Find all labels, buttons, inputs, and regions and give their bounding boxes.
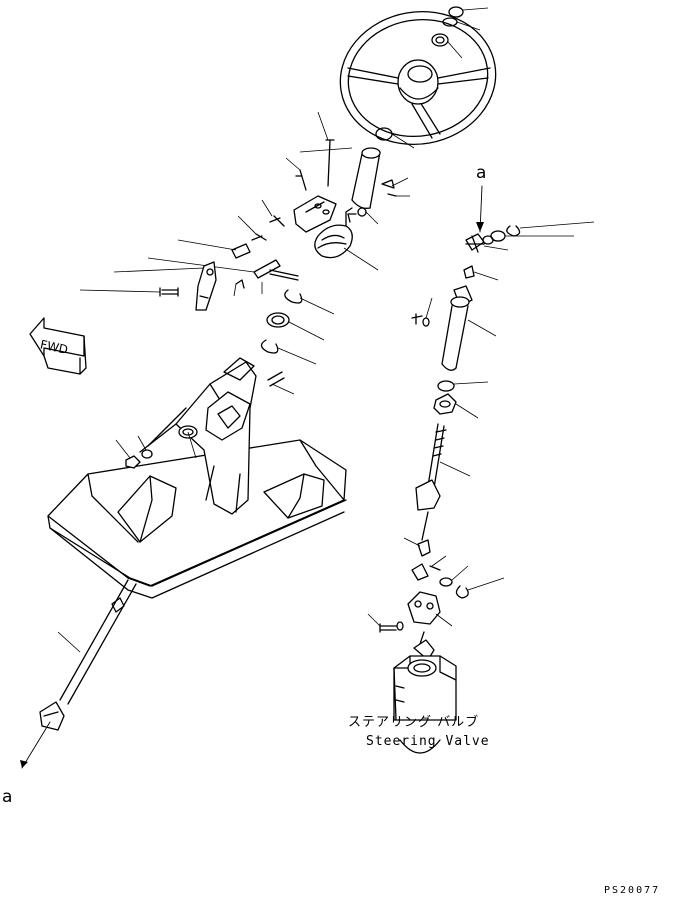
right-shaft-assembly: a xyxy=(367,163,595,661)
drawing-code: PS20077 xyxy=(604,885,660,896)
pins-and-rod xyxy=(147,239,299,294)
column-bracket xyxy=(237,111,410,241)
lever xyxy=(79,261,245,311)
fwd-arrow: FWD xyxy=(29,317,87,375)
ref-label-a-bottom: a xyxy=(2,787,12,807)
fwd-label: FWD xyxy=(39,337,69,357)
ref-label-a-top: a xyxy=(476,163,486,183)
steering-wheel xyxy=(339,10,497,146)
steering-valve: ステアリング バルブ Steering Valve xyxy=(348,655,490,754)
lower-shaft-left: a xyxy=(2,579,137,807)
clips-and-rings xyxy=(260,289,335,395)
floor-console xyxy=(47,357,347,599)
steering-column xyxy=(314,127,415,271)
valve-label-en: Steering Valve xyxy=(366,734,490,749)
wheel-cap-parts xyxy=(431,6,489,59)
valve-label-jp: ステアリング バルブ xyxy=(348,714,479,730)
